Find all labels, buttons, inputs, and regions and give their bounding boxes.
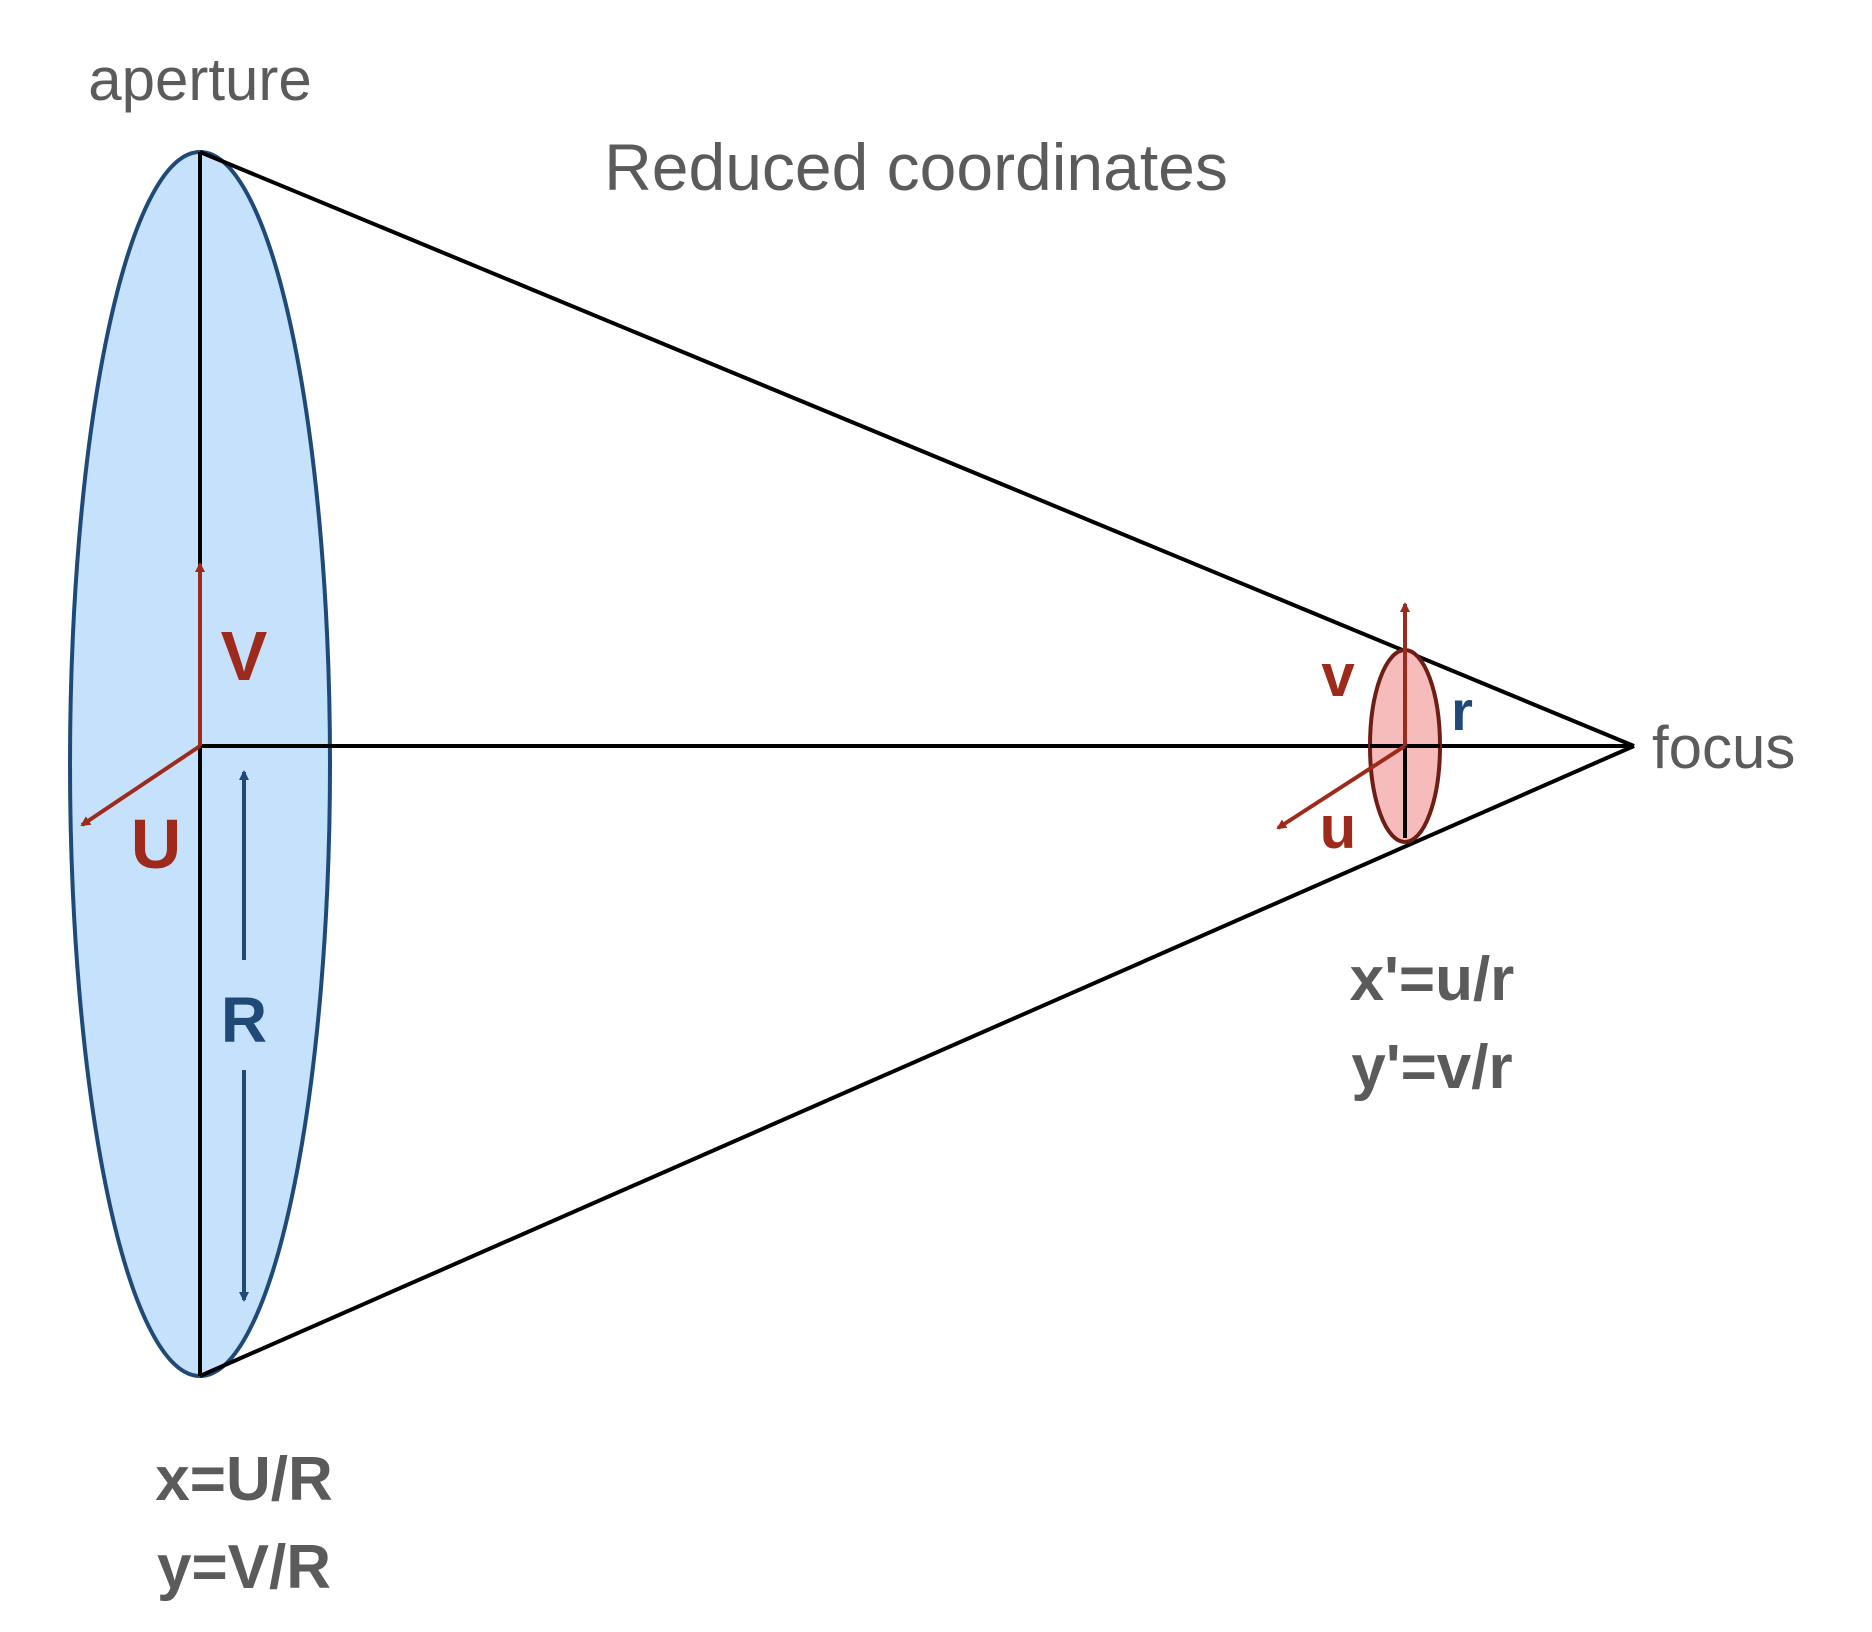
aperture-R-label: R xyxy=(221,984,267,1056)
focus-v-label: v xyxy=(1321,642,1355,709)
aperture-U-axis-arrow xyxy=(80,744,202,827)
focus-equation-x: x'=u/r xyxy=(1350,945,1515,1014)
aperture-equation-x: x=U/R xyxy=(155,1445,332,1514)
aperture-U-label: U xyxy=(131,805,182,883)
focus-u-label: u xyxy=(1320,794,1357,861)
focus-label: focus xyxy=(1652,714,1795,781)
cone-lower-edge xyxy=(199,744,1635,1378)
focus-r-label: r xyxy=(1451,679,1473,742)
aperture-V-label: V xyxy=(221,617,268,695)
focus-equation-y: y'=v/r xyxy=(1351,1033,1512,1102)
aperture-label: aperture xyxy=(88,46,311,113)
aperture-equation-y: y=V/R xyxy=(157,1533,331,1602)
cone-upper-edge xyxy=(199,150,1635,748)
diagram-title: Reduced coordinates xyxy=(604,130,1228,204)
focus-u-axis-arrow xyxy=(1276,744,1407,830)
